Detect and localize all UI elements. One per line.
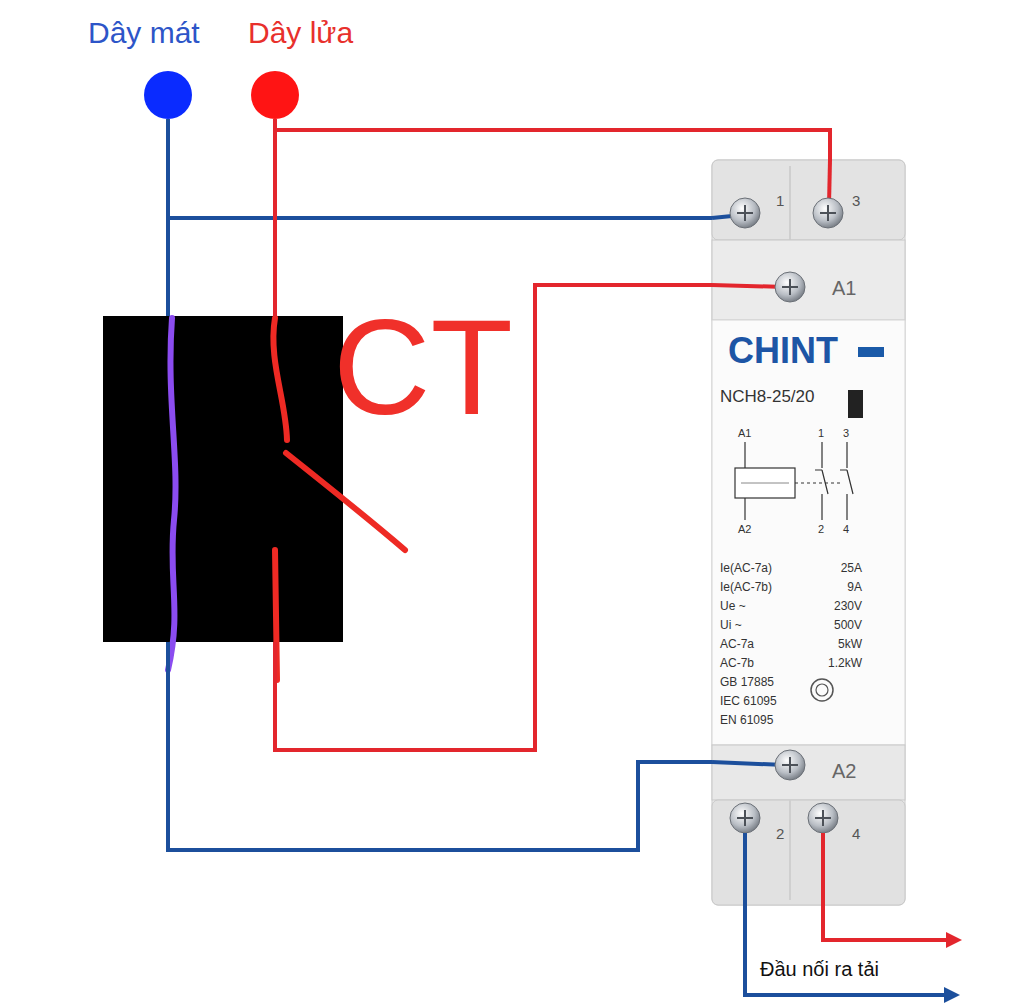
contactor-device bbox=[744, 442, 745, 468]
spec-text: Ui ~ bbox=[720, 619, 742, 632]
contactor-device bbox=[815, 442, 828, 520]
contactor-device bbox=[848, 390, 863, 418]
live-terminal-dot: Dây lửa bbox=[251, 71, 299, 119]
schematic-pin: 4 bbox=[843, 523, 849, 535]
wire-connector bbox=[168, 119, 712, 218]
spec-value: 230V bbox=[834, 600, 862, 613]
load-output-wires bbox=[745, 833, 946, 995]
spec-text: AC-7b bbox=[720, 657, 754, 670]
spec-value: 25A bbox=[841, 562, 862, 575]
contactor-device bbox=[712, 160, 905, 905]
contactor-device bbox=[741, 483, 789, 484]
contactor-device bbox=[789, 166, 791, 240]
switch-box bbox=[103, 316, 343, 642]
spec-text: EN 61095 bbox=[720, 714, 773, 727]
schematic-pin: A1 bbox=[738, 427, 751, 439]
terminal-screw bbox=[737, 205, 836, 826]
wire-connector bbox=[273, 119, 277, 316]
contactor-device bbox=[858, 347, 884, 357]
spec-value: 9A bbox=[847, 581, 862, 594]
switch-box bbox=[168, 318, 176, 670]
contactor-device bbox=[744, 498, 745, 520]
wire-heading: Dây lửa bbox=[248, 18, 353, 48]
load-output-wires bbox=[823, 833, 948, 940]
contactor-device bbox=[712, 762, 785, 765]
spec-text: Ie(AC-7a) bbox=[720, 562, 772, 575]
terminal-number: 3 bbox=[852, 193, 860, 210]
terminal-number: 1 bbox=[776, 193, 784, 210]
contactor-device bbox=[795, 482, 843, 483]
schematic-pin: 2 bbox=[818, 523, 824, 535]
output-label: Đầu nối ra tải bbox=[760, 958, 879, 980]
wire-connector bbox=[168, 642, 712, 850]
spec-value: 500V bbox=[834, 619, 862, 632]
contactor-device bbox=[816, 684, 828, 696]
spec-value: 5kW bbox=[838, 638, 862, 651]
terminal-number: A1 bbox=[832, 277, 856, 299]
terminal-number: 4 bbox=[852, 826, 860, 843]
spec-value: 1.2kW bbox=[828, 657, 862, 670]
contactor-device bbox=[712, 160, 905, 240]
wire-connector bbox=[166, 119, 170, 316]
schematic-pin: 1 bbox=[818, 427, 824, 439]
schematic-pin: 3 bbox=[843, 427, 849, 439]
contactor-device bbox=[811, 679, 833, 701]
contactor-device bbox=[712, 320, 905, 745]
terminal-number: 2 bbox=[776, 826, 784, 843]
terminal-number: A2 bbox=[832, 760, 856, 782]
spec-text: GB 17885 bbox=[720, 676, 774, 689]
contactor-device bbox=[840, 442, 853, 520]
contactor-device bbox=[712, 745, 905, 800]
schematic-pin: A2 bbox=[738, 523, 751, 535]
switch-box: CT bbox=[103, 316, 343, 642]
wire-heading: Dây mát bbox=[88, 18, 200, 48]
load-output-wires bbox=[946, 932, 962, 948]
spec-text: AC-7a bbox=[720, 638, 754, 651]
spec-text: Ue ~ bbox=[720, 600, 746, 613]
contactor-device bbox=[712, 800, 905, 905]
switch-label: CT bbox=[333, 300, 513, 435]
contactor-device bbox=[789, 800, 791, 900]
contactor-device bbox=[712, 160, 905, 905]
wire-connector bbox=[275, 285, 712, 750]
load-output-wires bbox=[944, 987, 960, 1003]
model-number: NCH8-25/20 bbox=[720, 388, 815, 405]
spec-text: Ie(AC-7b) bbox=[720, 581, 772, 594]
contactor-device bbox=[712, 240, 905, 320]
wire-connector bbox=[275, 119, 830, 160]
contactor-device bbox=[712, 285, 785, 287]
terminal-screw bbox=[730, 198, 843, 833]
contactor-device bbox=[735, 468, 795, 498]
switch-box bbox=[273, 318, 287, 440]
neutral-terminal-dot: Dây mát bbox=[144, 71, 192, 119]
load-output-wires bbox=[745, 833, 962, 1003]
switch-box bbox=[286, 453, 405, 550]
brand-logo: CHINT bbox=[728, 333, 838, 369]
spec-text: IEC 61095 bbox=[720, 695, 777, 708]
